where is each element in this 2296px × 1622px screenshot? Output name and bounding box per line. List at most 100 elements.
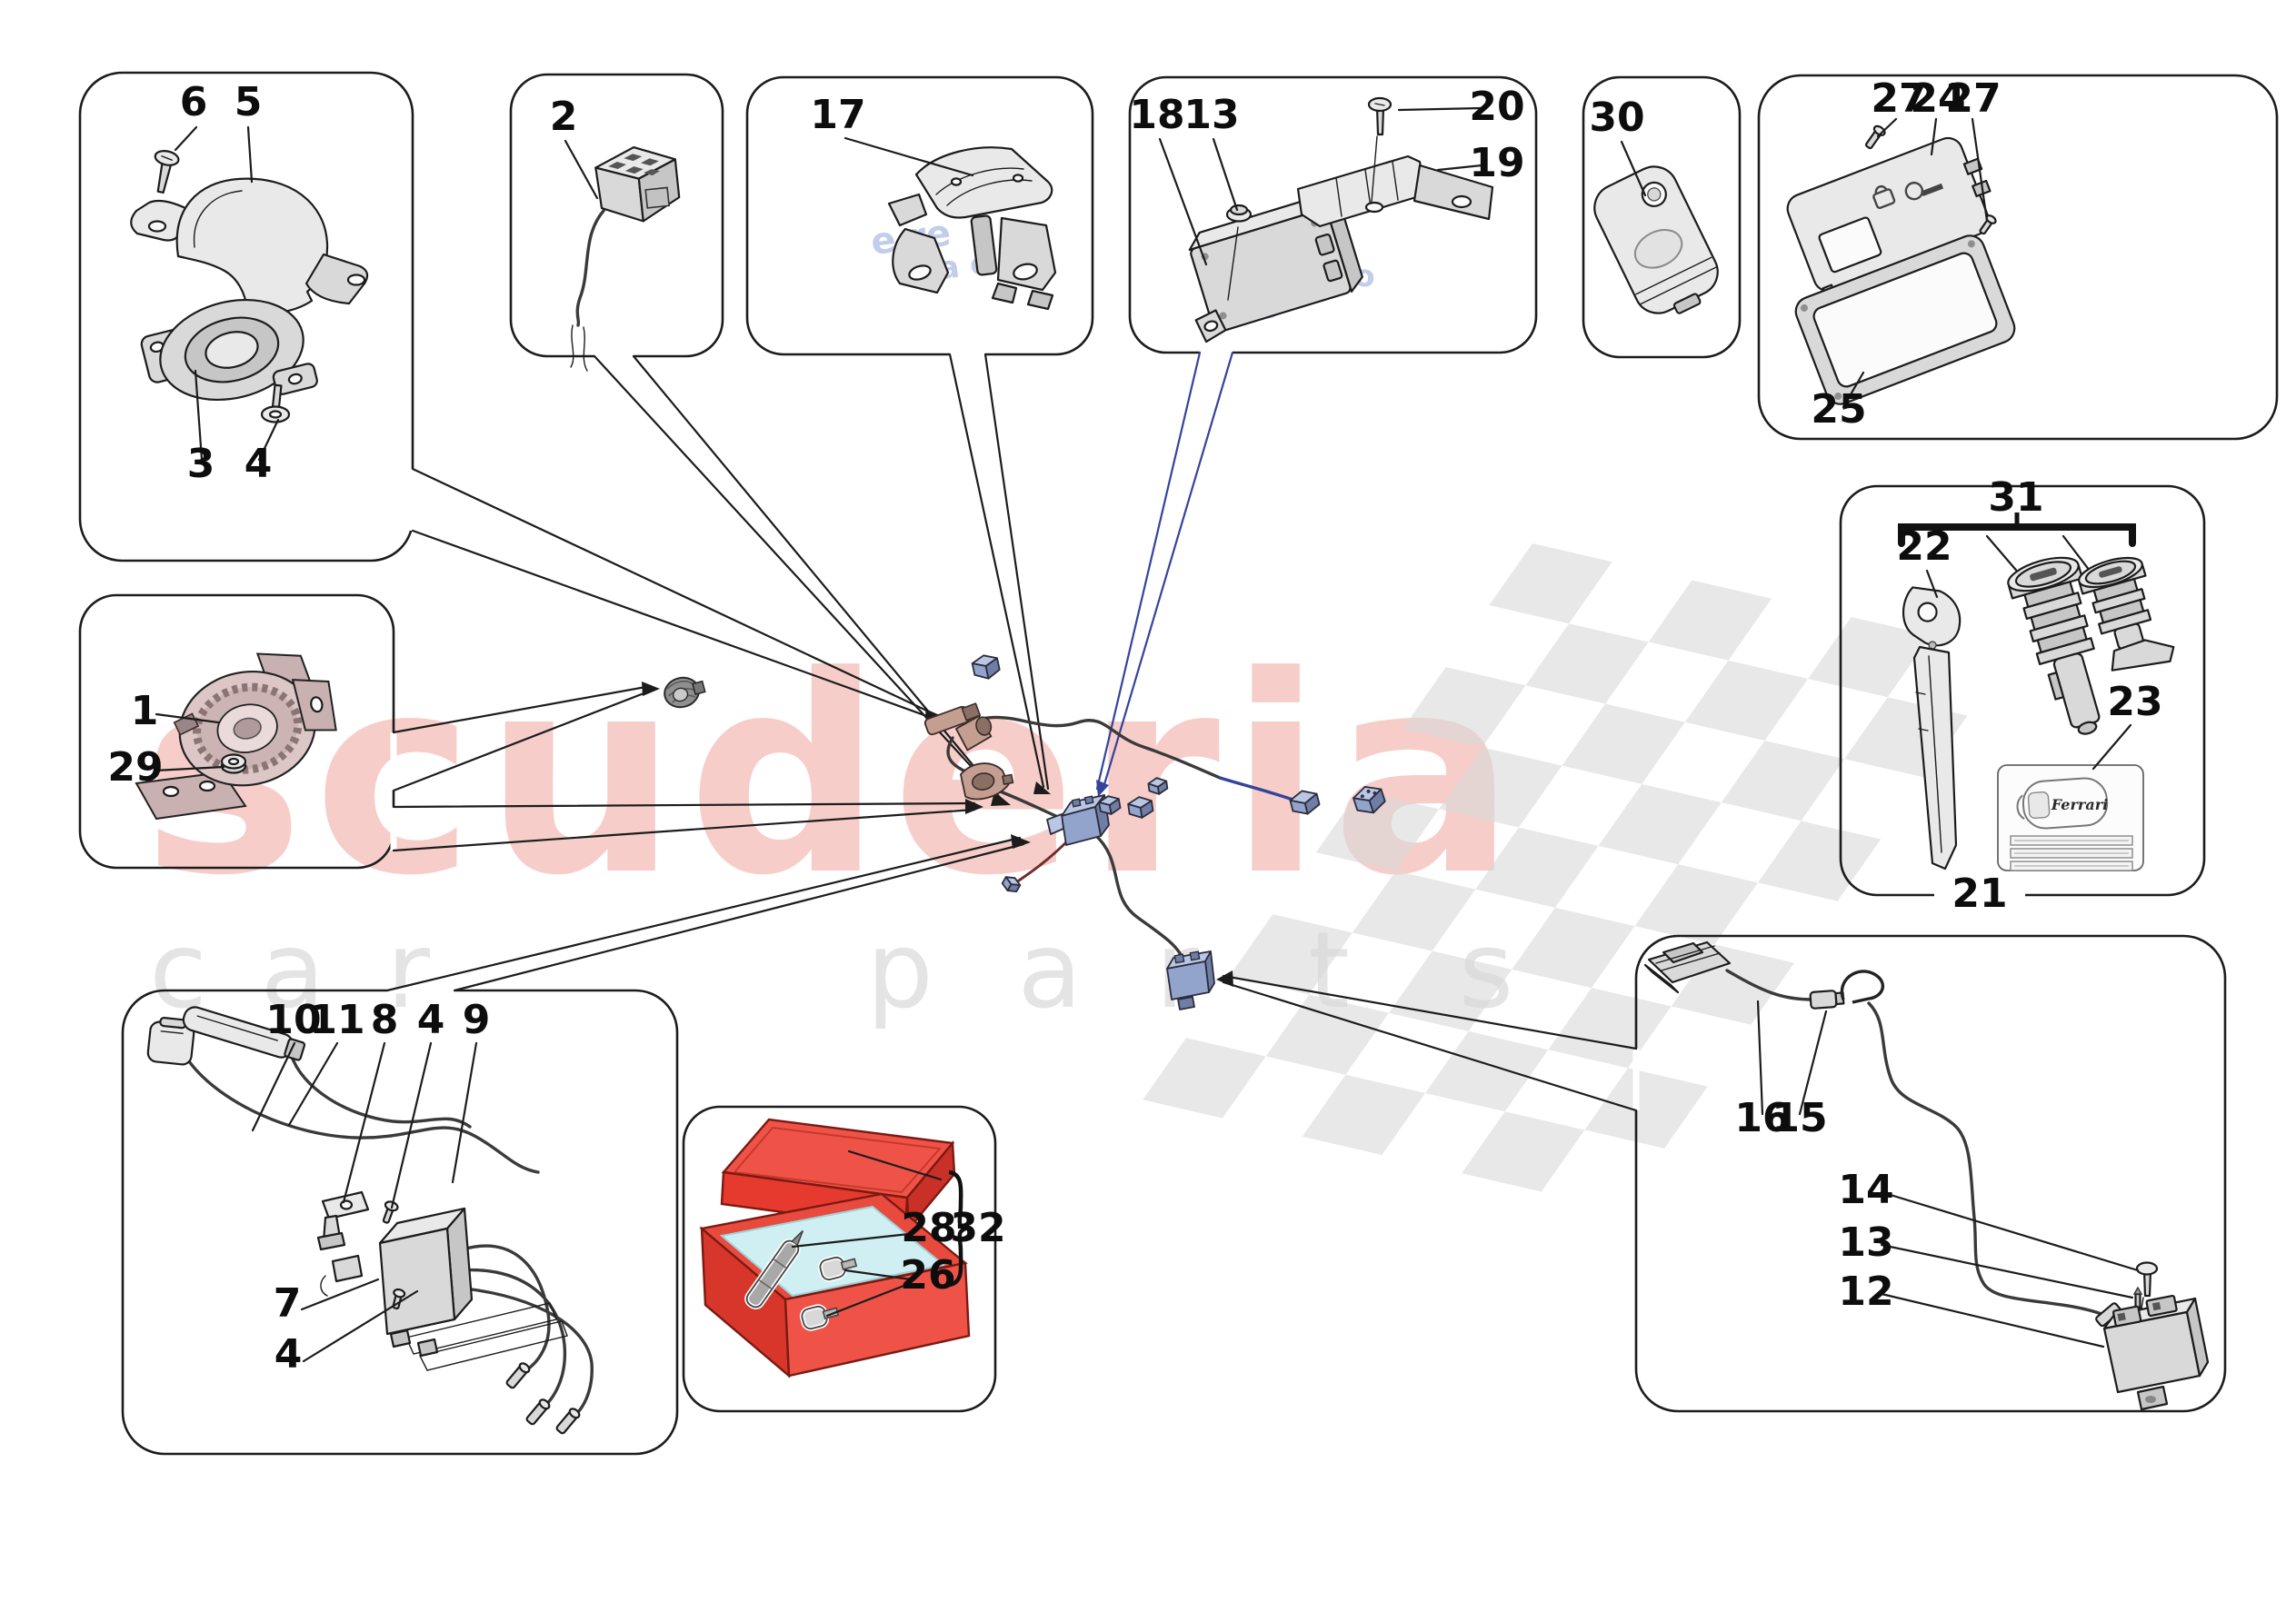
callout-3: 3 bbox=[187, 441, 215, 487]
key-kit-group: Ferrari bbox=[1898, 512, 2175, 899]
bracket-8 bbox=[316, 1190, 370, 1251]
callout-27b: 27 bbox=[1945, 75, 2001, 122]
flag-cell bbox=[1302, 1074, 1426, 1155]
cable-plug bbox=[1809, 990, 1845, 1010]
red-wire-plug bbox=[1001, 876, 1022, 892]
aerial-wire-1 bbox=[453, 1244, 551, 1376]
pigtail-wires bbox=[570, 324, 588, 372]
flag-cell bbox=[1584, 1068, 1708, 1149]
callout-12: 12 bbox=[1838, 1269, 1893, 1315]
code-card-lines bbox=[2010, 835, 2133, 871]
spacer-pin-13 bbox=[2132, 1286, 2143, 1309]
callout-4c: 4 bbox=[275, 1331, 303, 1378]
callout-32: 32 bbox=[950, 1205, 1005, 1251]
siren-nut-29 bbox=[220, 753, 247, 774]
flag-cell bbox=[1757, 821, 1882, 901]
flag-cell bbox=[1475, 827, 1599, 908]
connector-c2 bbox=[1127, 796, 1154, 819]
red-kit-group bbox=[699, 1118, 972, 1378]
connector-c5 bbox=[1353, 785, 1386, 814]
flag-cell bbox=[1462, 1111, 1585, 1192]
cylinder-set-bracket-31 bbox=[1898, 512, 2136, 576]
harness-main-wire bbox=[960, 715, 1222, 780]
flag-cell bbox=[1808, 616, 1932, 698]
card-key-group bbox=[1786, 124, 2016, 405]
siren-body-1 bbox=[173, 652, 337, 787]
harness-down-cable bbox=[1093, 832, 1185, 963]
flag-cell bbox=[1562, 703, 1685, 784]
callout-4a: 4 bbox=[245, 441, 273, 487]
brand-watermark: scuderia bbox=[142, 618, 1524, 935]
callout-5: 5 bbox=[235, 79, 263, 125]
parts-layer: Ferrari bbox=[130, 96, 2210, 1435]
siren-foot bbox=[135, 771, 247, 821]
central-harness bbox=[664, 654, 1386, 1010]
wm-letter: p bbox=[866, 910, 933, 1032]
pigtail-cable bbox=[575, 209, 605, 327]
washer-screw-4 bbox=[260, 383, 291, 423]
box-key-fob bbox=[1582, 75, 1742, 359]
box-connector bbox=[509, 73, 724, 358]
connector-grid bbox=[608, 154, 661, 176]
mounting-rail-19 bbox=[1296, 154, 1494, 228]
leader-lines bbox=[153, 106, 2140, 1363]
flag-cell bbox=[1648, 580, 1772, 661]
control-unit-12 bbox=[2102, 1294, 2210, 1411]
antenna-harness-group bbox=[146, 1006, 581, 1435]
connector-c4 bbox=[1289, 790, 1321, 815]
callout-28: 28 bbox=[901, 1205, 956, 1251]
code-card-23: Ferrari bbox=[1997, 764, 2144, 871]
checkered-flag-watermark bbox=[1143, 543, 1968, 1192]
alarm-ecu-group bbox=[1188, 96, 1494, 343]
callout-16: 16 bbox=[1734, 1095, 1790, 1141]
callout-20: 20 bbox=[1469, 84, 1524, 130]
callout-24: 24 bbox=[1910, 75, 1965, 122]
callout-9: 9 bbox=[463, 997, 491, 1043]
callout-21: 21 bbox=[1952, 871, 2007, 917]
cover-right-tab bbox=[304, 253, 369, 305]
box-card-key bbox=[1757, 74, 2279, 441]
callout-15: 15 bbox=[1772, 1095, 1827, 1141]
callout-18: 18 bbox=[1129, 92, 1184, 138]
aerial-wire-2 bbox=[458, 1268, 567, 1412]
callout-numbers: 6 5 3 4 2 17 18 13 20 19 30 27 24 27 25 … bbox=[107, 75, 2162, 1378]
wm-letter: a bbox=[260, 910, 324, 1032]
key-fob-30 bbox=[1593, 165, 1719, 314]
grommet-connector bbox=[664, 676, 706, 709]
flag-cell bbox=[1403, 667, 1526, 748]
callout-1: 1 bbox=[131, 688, 159, 734]
callout-23: 23 bbox=[2107, 679, 2162, 725]
flag-cell bbox=[1512, 907, 1635, 989]
screw-27a bbox=[1864, 124, 1886, 150]
box-horn-cover bbox=[78, 71, 414, 562]
callout-25: 25 bbox=[1811, 386, 1866, 433]
screw-4-top bbox=[382, 1200, 399, 1224]
screw-14 bbox=[2135, 1261, 2159, 1298]
connector-c3 bbox=[1147, 777, 1169, 795]
stick-cable bbox=[289, 1052, 472, 1129]
aerial-ecu-group bbox=[1643, 940, 2210, 1411]
relay-module-7 bbox=[320, 1207, 474, 1358]
tab-hole bbox=[147, 220, 167, 233]
tweeter-bracket-assy bbox=[923, 702, 993, 751]
nut-13 bbox=[1225, 204, 1253, 223]
alarm-ecu-18 bbox=[1188, 189, 1363, 343]
gps-antenna bbox=[146, 1016, 195, 1066]
callout-6: 6 bbox=[180, 79, 208, 125]
flag-cell bbox=[1489, 543, 1612, 624]
siren-assembly bbox=[135, 652, 337, 821]
callout-11: 11 bbox=[309, 997, 364, 1043]
emergency-key-22 bbox=[1902, 586, 1962, 871]
callout-26: 26 bbox=[900, 1252, 955, 1299]
callout-17: 17 bbox=[810, 92, 865, 138]
screw-6 bbox=[154, 150, 180, 194]
callout-27a: 27 bbox=[1871, 75, 1926, 122]
bracket-sensor-17 bbox=[887, 146, 1057, 311]
floating-connector bbox=[971, 654, 1001, 680]
flag-cell bbox=[1525, 623, 1649, 704]
aerial-plugs bbox=[505, 1362, 581, 1435]
harness-red-wire bbox=[1014, 838, 1071, 884]
callout-8: 8 bbox=[371, 997, 399, 1043]
